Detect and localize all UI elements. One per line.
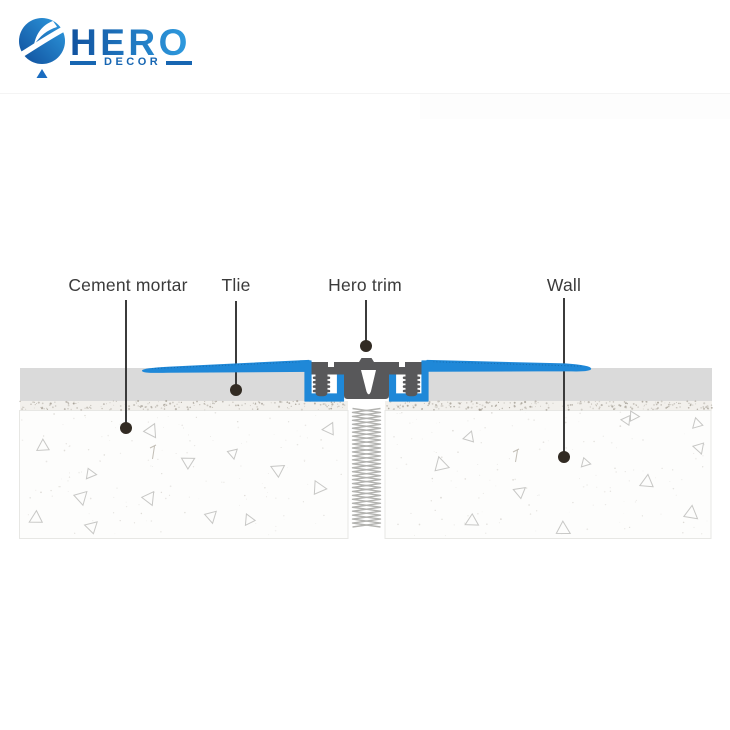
label-wall: Wall [546, 275, 582, 295]
logo-globe-icon [16, 18, 70, 78]
concrete-crack-marks [149, 444, 520, 463]
image-seam-panel [420, 94, 730, 119]
logo-left-bar [70, 60, 96, 65]
label-hero-trim: Hero trim [328, 275, 402, 295]
logo-right-bar [166, 60, 193, 65]
tile-adhesive-band [20, 368, 712, 401]
mortar-strip [20, 401, 712, 411]
trim-left-anchor-leg [312, 374, 331, 397]
brand-name-text: HERO [70, 24, 191, 60]
brand-name: HERO [70, 24, 191, 60]
callout-dots [120, 340, 570, 463]
image-seam-line [0, 93, 730, 94]
mortar-speckle-texture [19, 400, 713, 412]
logo-subtitle: DECOR [104, 56, 162, 68]
hero-decor-logo: HERO DECOR [16, 12, 226, 82]
right-tile [426, 359, 592, 372]
hero-trim-insert [311, 358, 422, 399]
trim-top-plate [311, 358, 422, 375]
left-tile [141, 359, 310, 373]
tile-layers [141, 359, 592, 373]
callout-leader-lines [125, 298, 565, 457]
wall-blocks [19, 410, 712, 539]
joint-backing-spring [351, 407, 382, 528]
concrete-aggregate-triangles [28, 410, 705, 535]
concrete-speckle-texture [21, 411, 708, 537]
trim-right-anchor-leg [402, 374, 421, 397]
trim-expansion-slot [361, 370, 376, 395]
label-tile: Tlie [221, 275, 251, 295]
label-cement-mortar: Cement mortar [68, 275, 188, 295]
logo-subtitle-row: DECOR [70, 56, 193, 68]
